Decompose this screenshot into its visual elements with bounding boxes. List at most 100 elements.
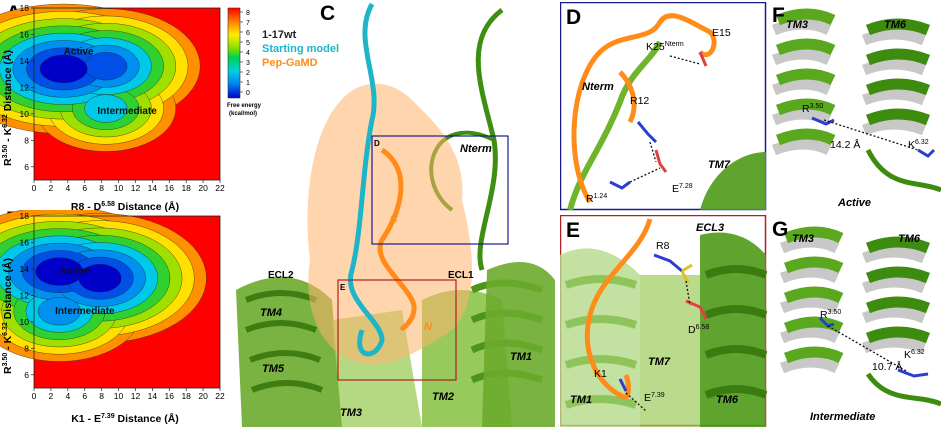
y-tick-label: 10 (20, 317, 30, 327)
label-r350-f: R3.50 (802, 103, 823, 115)
label-d658: D6.58 (688, 324, 709, 336)
legend-wt: 1-17wt (262, 29, 297, 41)
colorbar-gradient (227, 7, 241, 99)
colorbar-tick: 0 (246, 90, 250, 97)
y-tick-label: 6 (24, 370, 29, 380)
x-tick-label: 6 (82, 391, 87, 401)
label-ecl1: ECL1 (448, 270, 474, 281)
x-tick-label: 20 (198, 183, 208, 193)
label-tm2: TM2 (432, 391, 454, 403)
colorbar-tick: 4 (246, 50, 250, 57)
colorbar-tick: 6 (246, 30, 250, 37)
legend-pep-gamd: Pep-GaMD (262, 57, 318, 69)
label-active-b: Active (59, 266, 89, 277)
panel-letter-c: C (320, 2, 335, 25)
colorbar-tick: 3 (246, 60, 250, 67)
x-tick-label: 0 (32, 391, 37, 401)
label-n-terminus: N (424, 321, 433, 333)
colorbar-tick: 1 (246, 80, 250, 87)
peptide-trace-e (584, 218, 653, 400)
label-r8: R8 (656, 240, 670, 252)
label-tm6-g: TM6 (898, 233, 921, 245)
x-tick-label: 2 (49, 183, 54, 193)
x-tick-label: 22 (215, 183, 225, 193)
x-tick-label: 12 (131, 183, 141, 193)
zoom-box-d (371, 135, 509, 245)
colorbar-tick: 8 (246, 10, 250, 17)
x-tick-label: 14 (148, 391, 158, 401)
y-tick-label: 12 (20, 82, 30, 92)
x-tick-label: 8 (99, 183, 104, 193)
colorbar-tick: 5 (246, 40, 250, 47)
y-tick-label: 14 (20, 56, 30, 66)
contour-level (84, 94, 128, 123)
x-tick-label: 14 (148, 183, 158, 193)
x-tick-label: 22 (215, 391, 225, 401)
colorbar-title-1: Free energy (227, 103, 262, 109)
x-tick-label: 6 (82, 183, 87, 193)
panel-letter-f: F (772, 4, 785, 27)
label-e739: E7.39 (644, 392, 665, 404)
label-ecl2: ECL2 (268, 270, 294, 281)
starting-model-trace (347, 2, 385, 357)
x-tick-label: 10 (114, 183, 124, 193)
label-k1: K1 (594, 368, 607, 380)
y-axis-label-a: R3.50 - K6.32 Distance (Å) (1, 50, 14, 166)
label-tm7-e: TM7 (648, 356, 671, 368)
label-active-a: Active (64, 46, 94, 57)
nterm-loop (571, 13, 717, 204)
x-tick-label: 4 (65, 391, 70, 401)
label-c-terminus: C (390, 213, 399, 225)
label-tm3-f: TM3 (786, 19, 808, 31)
label-tm3-g: TM3 (792, 233, 814, 245)
label-tm1: TM1 (510, 351, 532, 363)
panel-e: E R8 ECL3 D6.58 TM7 K1 E7.39 TM1 TM6 (560, 215, 767, 427)
panel-b: B 0246810121416182022681012141618ActiveI… (0, 210, 225, 425)
label-r124: R1.24 (586, 193, 607, 205)
panel-letter-e: E (566, 219, 580, 242)
label-dist-g: 10.7 Å (872, 360, 902, 373)
label-tm7-d: TM7 (708, 159, 731, 171)
label-e728: E7.28 (672, 183, 693, 195)
x-tick-label: 4 (65, 183, 70, 193)
colorbar-tick: 2 (246, 70, 250, 77)
zoom-box-e (337, 279, 457, 381)
label-state-f: Active (837, 197, 871, 209)
colorbar: 8 7 6 5 4 3 2 1 0 Free energy (kcal/mol) (227, 7, 262, 117)
legend-starting-model: Starting model (262, 43, 339, 55)
label-nterm-d: Nterm (582, 81, 614, 93)
label-tm4: TM4 (260, 307, 282, 319)
label-state-g: Intermediate (810, 411, 875, 423)
y-tick-label: 6 (24, 162, 29, 172)
y-tick-label: 16 (20, 237, 30, 247)
contour-level (78, 264, 122, 293)
x-tick-label: 16 (165, 391, 175, 401)
y-tick-label: 18 (20, 3, 30, 13)
label-nterm-c: Nterm (460, 143, 492, 155)
label-dist-f: 14.2 Å (830, 138, 860, 151)
label-k632-f: K6.32 (908, 139, 929, 151)
y-tick-label: 12 (20, 290, 30, 300)
y-tick-label: 18 (20, 211, 30, 221)
label-k25: K25Nterm (646, 41, 684, 53)
x-tick-label: 18 (181, 391, 191, 401)
x-tick-label: 8 (99, 391, 104, 401)
x-tick-label: 2 (49, 391, 54, 401)
y-tick-label: 8 (24, 135, 29, 145)
zoom-box-d-label: D (374, 139, 380, 148)
x-axis-label-b: K1 - E7.39 Distance (Å) (71, 412, 179, 425)
panel-f: F TM3 TM6 R3.50 14.2 Å K6.32 Active (771, 4, 941, 209)
label-tm6-e: TM6 (716, 394, 739, 406)
zoom-box-e-label: E (340, 283, 346, 292)
colorbar-tick: 7 (246, 20, 250, 27)
label-r12: R12 (630, 95, 649, 107)
y-tick-label: 8 (24, 343, 29, 353)
label-tm5: TM5 (262, 363, 285, 375)
panel-a: A 0246810121416182022681012141618ActiveI… (0, 2, 225, 213)
panel-letter-d: D (566, 6, 581, 29)
contour-level (39, 54, 88, 83)
x-tick-label: 0 (32, 183, 37, 193)
colorbar-title-2: (kcal/mol) (229, 111, 257, 117)
